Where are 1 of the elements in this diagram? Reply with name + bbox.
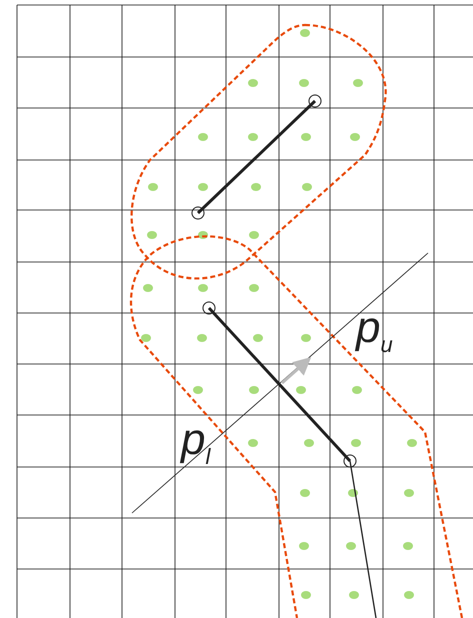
- math-label: p$_{l}$: [181, 418, 210, 468]
